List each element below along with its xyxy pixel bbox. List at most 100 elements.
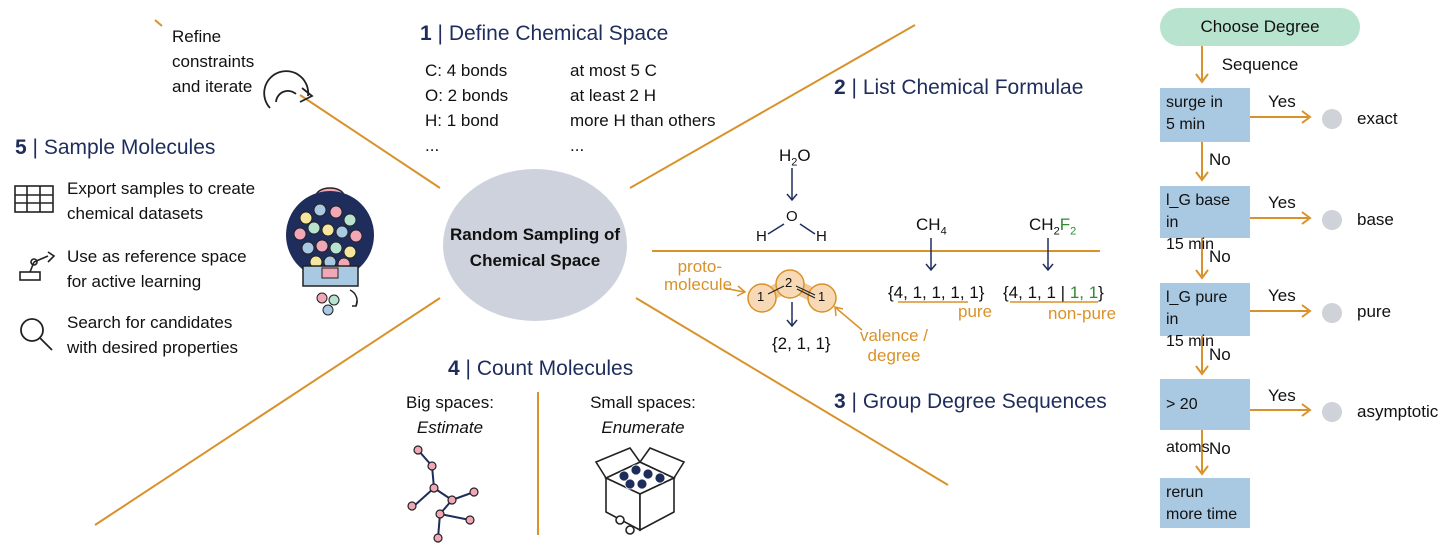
step1-title: Define Chemical Space xyxy=(448,22,669,45)
step3-title: Group Degree Sequences xyxy=(862,390,1107,413)
ch2f2-sub1: 2 xyxy=(1053,225,1060,238)
no-label: No xyxy=(1209,345,1231,364)
step3-number: 3 xyxy=(834,390,846,413)
center-ellipse xyxy=(443,169,627,321)
step5-number: 5 xyxy=(15,136,27,159)
step5-item-line: Export samples to create xyxy=(67,179,256,198)
step5-title: Sample Molecules xyxy=(43,136,216,159)
divider-line-bottom-left xyxy=(94,297,441,526)
step3-heading: 3 | Group Degree Sequences xyxy=(834,390,1107,413)
no-label: No xyxy=(1209,439,1231,458)
flowchart-box-line: l_G pure in xyxy=(1166,289,1228,328)
ch2f2-sub2: 2 xyxy=(1070,225,1077,238)
atom-o: O xyxy=(786,208,798,225)
flowchart-box-line: l_G base in xyxy=(1166,192,1231,231)
refine-line3: and iterate xyxy=(172,77,253,96)
annotation-arrows xyxy=(723,285,1098,331)
robot-arm-icon xyxy=(19,251,56,281)
molecule-graph-icon xyxy=(407,445,479,543)
step5-item-line: for active learning xyxy=(67,272,202,291)
proto-line1: proto- xyxy=(677,257,722,276)
table-icon xyxy=(14,185,54,213)
big-spaces-label: Big spaces: xyxy=(406,393,494,412)
atom-h-left: H xyxy=(756,228,767,245)
node-right-degree: 1 xyxy=(818,289,826,304)
step1-right-item: more H than others xyxy=(570,111,716,130)
result-dot xyxy=(1322,109,1342,129)
ch4-sub: 4 xyxy=(940,225,947,238)
sequence-ch2f2-pure-part: {4, 1, 1 | xyxy=(1003,283,1066,302)
refine-text: Refine constraints and iterate xyxy=(172,24,254,99)
step5-item-line: Use as reference space xyxy=(67,247,247,266)
sequence-arrows xyxy=(786,238,1054,328)
atom-h-right: H xyxy=(816,228,827,245)
result-exact: exact xyxy=(1357,109,1398,128)
yes-label: Yes xyxy=(1268,286,1296,305)
flowchart-arrows xyxy=(1195,46,1312,476)
refine-line2: constraints xyxy=(172,52,255,71)
step1-right-item: at most 5 C xyxy=(570,61,657,80)
formula-ch2f2: CH2F2 xyxy=(1029,212,1076,244)
flowchart-box-pure: l_G pure in 15 min xyxy=(1160,283,1250,350)
formula-ch4: CH4 xyxy=(916,212,947,244)
step1-left-item: H: 1 bond xyxy=(425,111,499,130)
step1-number: 1 xyxy=(420,22,432,45)
node-left-degree: 1 xyxy=(757,289,765,304)
ch4-ch: CH xyxy=(916,215,941,234)
nonpure-label: non-pure xyxy=(1048,304,1117,323)
h2o-h: H xyxy=(779,146,792,165)
result-pure: pure xyxy=(1357,302,1392,321)
flowchart-box-rerun: rerun more time xyxy=(1160,478,1250,528)
flowchart-box-atoms: > 20 atoms xyxy=(1160,379,1250,456)
protomolecule-label: proto- molecule xyxy=(664,257,733,294)
proto-line2: molecule xyxy=(664,275,733,294)
step4-title: Count Molecules xyxy=(476,357,634,380)
sequence-ch2f2: {4, 1, 1 | 1, 1} xyxy=(1003,280,1104,305)
flowchart-box-line: surge in xyxy=(1166,94,1223,111)
refresh-icon xyxy=(263,70,314,109)
step1-constraints: at most 5 C at least 2 H more H than oth… xyxy=(570,58,716,158)
ch2f2-f: F xyxy=(1059,215,1071,234)
protomolecule-graph xyxy=(747,269,837,313)
step5-item-reference: Use as reference space for active learni… xyxy=(67,244,247,294)
step1-valences: C: 4 bonds O: 2 bonds H: 1 bond ... xyxy=(425,58,508,158)
magnifier-icon xyxy=(20,318,53,351)
estimate-label: Estimate xyxy=(416,418,484,437)
step2-title: List Chemical Formulae xyxy=(862,76,1084,99)
enumerate-label: Enumerate xyxy=(601,418,685,437)
flowchart-box-line: more time xyxy=(1166,506,1238,523)
result-dot xyxy=(1322,210,1342,230)
center-title-line2: Chemical Space xyxy=(469,251,601,270)
step5-item-search: Search for candidates with desired prope… xyxy=(67,310,238,360)
step4-small: Small spaces: Enumerate xyxy=(585,390,701,440)
result-asymptotic: asymptotic xyxy=(1357,402,1439,421)
step1-right-item: ... xyxy=(570,136,585,155)
step2-number: 2 xyxy=(834,76,846,99)
refine-line1: Refine xyxy=(172,27,222,46)
ch2f2-ch: CH xyxy=(1029,215,1054,234)
flowchart-box-line: 5 min xyxy=(1166,116,1206,133)
center-title: Random Sampling of Chemical Space xyxy=(440,222,630,274)
formula-h2o: H2O xyxy=(779,143,811,175)
flowchart-box-surge: surge in 5 min xyxy=(1160,88,1250,142)
no-label: No xyxy=(1209,150,1231,169)
step5-item-export: Export samples to create chemical datase… xyxy=(67,176,255,226)
small-spaces-label: Small spaces: xyxy=(590,393,696,412)
sequence-ch4: {4, 1, 1, 1, 1} xyxy=(888,283,985,302)
divider-line-top-right xyxy=(629,24,916,189)
h2o-sub: 2 xyxy=(791,156,798,169)
step4-number: 4 xyxy=(448,357,460,380)
pure-label: pure xyxy=(958,302,993,321)
choose-degree-sequence-pill: Choose Degree Sequence xyxy=(1160,8,1360,74)
step4-heading: 4 | Count Molecules xyxy=(448,357,634,380)
no-label: No xyxy=(1209,247,1231,266)
flowchart-box-base: l_G base in 15 min xyxy=(1160,186,1250,253)
divider-line-bottom-right xyxy=(635,297,949,486)
divider-line-top-left xyxy=(299,94,441,189)
box-of-molecules-icon xyxy=(594,447,686,535)
yes-label: Yes xyxy=(1268,386,1296,405)
step5-item-line: with desired properties xyxy=(67,338,239,357)
center-title-line1: Random Sampling of xyxy=(450,225,620,244)
result-base: base xyxy=(1357,210,1394,229)
